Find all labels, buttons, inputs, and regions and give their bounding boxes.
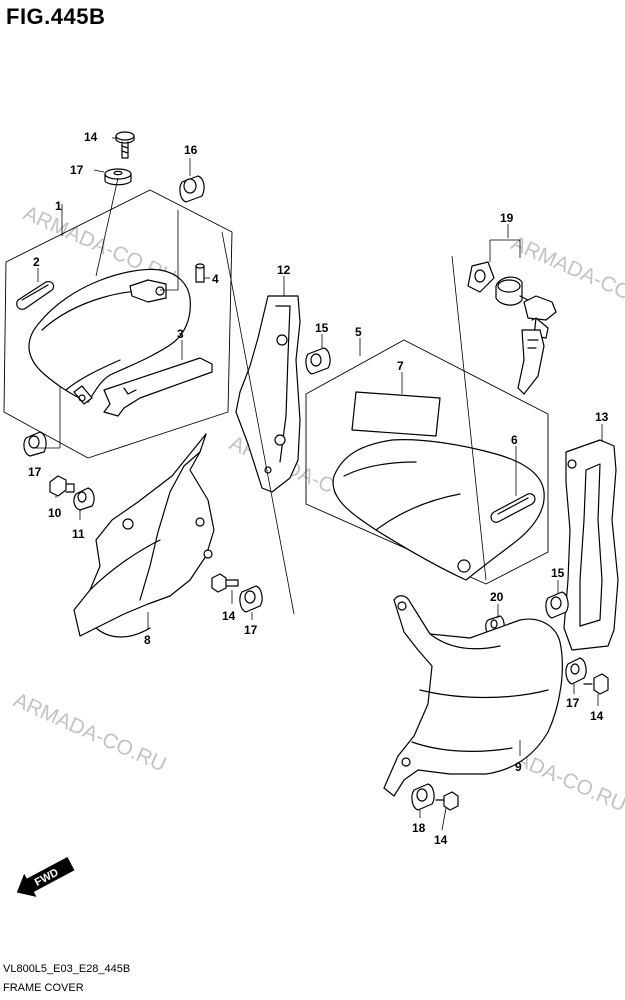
callout-17-mid: 17: [244, 623, 258, 637]
screw-14-right: [583, 673, 609, 695]
callout-1: 1: [55, 199, 62, 213]
callout-15-right: 15: [551, 566, 565, 580]
callout-2: 2: [33, 255, 40, 269]
bracket-13-part: [563, 439, 619, 651]
grommet-15-left: [305, 347, 331, 375]
callout-17-right: 17: [566, 696, 580, 710]
callout-14-top: 14: [84, 130, 98, 144]
callout-7: 7: [397, 359, 404, 373]
label-part: [351, 391, 441, 437]
assembly-box-left: [3, 189, 233, 459]
assembly-box-right: [305, 339, 549, 585]
callout-13: 13: [595, 410, 609, 424]
callout-9: 9: [515, 760, 522, 774]
grommet-17-left: [23, 431, 47, 457]
pad-part: [16, 281, 55, 310]
side-cover-part: [332, 439, 545, 581]
grommet-15-right: [545, 591, 569, 619]
screw-14-top: [115, 131, 135, 159]
figure-title: FIG.445B: [6, 4, 106, 29]
callout-14-right: 14: [590, 709, 604, 723]
grommet-16: [179, 175, 205, 203]
callout-11: 11: [72, 527, 85, 541]
callout-3: 3: [177, 327, 184, 341]
callout-6: 6: [511, 433, 518, 447]
callout-17-left: 17: [28, 465, 42, 479]
screw-14-mid: [211, 573, 239, 593]
callout-5: 5: [355, 325, 362, 339]
callout-12: 12: [277, 263, 291, 277]
lock-set-part: [467, 261, 557, 395]
frame-cover-left-part: [28, 268, 191, 403]
fwd-label: FWD: [33, 866, 61, 888]
grommet-18: [411, 783, 435, 811]
watermark-4: ARMADA-CO.RU: [10, 689, 170, 777]
grommet-17-top: [104, 168, 132, 186]
callout-8: 8: [144, 633, 151, 647]
grommet-17-right: [565, 657, 587, 685]
bracket-12-part: [235, 295, 301, 493]
callout-10: 10: [48, 506, 62, 520]
figure-code: VL800L5_E03_E28_445B: [3, 963, 131, 975]
callout-4: 4: [212, 272, 219, 286]
callout-19: 19: [500, 211, 514, 225]
grommet-11: [73, 487, 95, 511]
fwd-arrow-icon: FWD: [16, 857, 75, 897]
bolt-10: [49, 475, 75, 497]
screw-14-bottom: [435, 791, 459, 811]
figure-name: FRAME COVER: [3, 982, 84, 994]
grommet-17-mid: [239, 585, 263, 613]
right-cover-part: [383, 595, 563, 797]
callout-20: 20: [490, 590, 504, 604]
callout-14-bottom: 14: [434, 833, 448, 847]
callout-16: 16: [184, 143, 198, 157]
callout-15-left: 15: [315, 321, 329, 335]
callout-labels: 14 17 1 16 2 4 3 12 15 5 7 6 19 13 17 10…: [28, 130, 609, 847]
callout-17-top: 17: [70, 163, 84, 177]
callout-14-mid: 14: [222, 609, 236, 623]
bracket-part: [103, 357, 213, 417]
callout-18: 18: [412, 821, 426, 835]
leader-lines: [36, 137, 603, 831]
lower-left-cover-part: [73, 433, 215, 637]
